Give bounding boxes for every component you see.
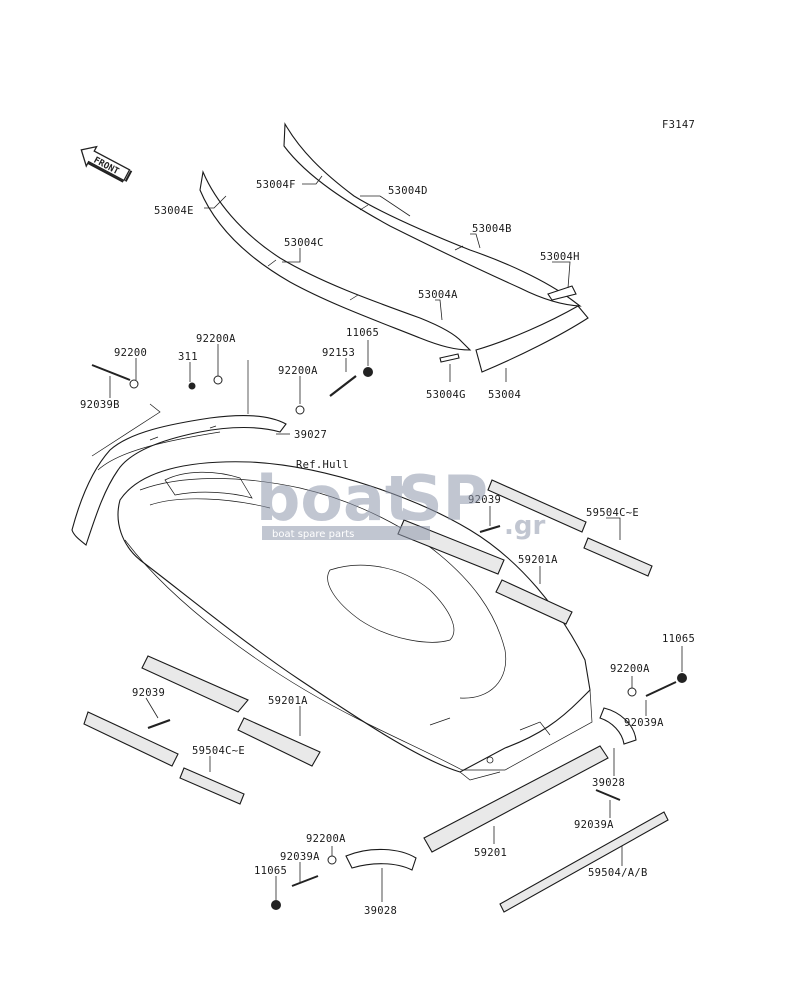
label-59201A-right: 59201A — [518, 554, 558, 566]
label-92039A-bottom: 92039A — [280, 851, 320, 863]
fasteners — [91, 364, 687, 910]
label-92200A-right: 92200A — [610, 663, 650, 675]
label-53004G: 53004G — [426, 389, 466, 401]
cap-11065-top — [363, 367, 373, 377]
cap-11065-right — [677, 673, 687, 683]
strip-upper-right — [487, 479, 587, 533]
label-59504CE-right: 59504C~E — [586, 507, 639, 519]
label-11065-right: 11065 — [662, 633, 695, 645]
cover-39028-right — [599, 707, 637, 745]
watermark-tagline: boat spare parts — [272, 529, 354, 540]
front-cover-body — [71, 415, 287, 546]
label-39028-bottom: 39028 — [364, 905, 397, 917]
label-92039-right: 92039 — [468, 494, 501, 506]
hull-drain-icon — [486, 756, 494, 764]
strip-59504CE-left — [179, 767, 245, 805]
washer-92200A-b — [295, 405, 305, 415]
hull-transom — [429, 717, 551, 781]
mat-seams — [267, 204, 569, 301]
label-92200: 92200 — [114, 347, 147, 359]
label-53004F: 53004F — [256, 179, 296, 191]
label-11065-top: 11065 — [346, 327, 379, 339]
mat-53004F — [283, 122, 582, 307]
part-labels: 53004F 53004D 53004E 53004B 53004C 53004… — [80, 179, 695, 917]
mat-53004 — [475, 305, 589, 373]
label-92200A-bottom: 92200A — [306, 833, 346, 845]
cap-11065-bottom — [271, 900, 281, 910]
washer-92200 — [129, 379, 139, 389]
label-53004A: 53004A — [418, 289, 458, 301]
cover-39028-bottom — [345, 848, 417, 871]
bolt-92039-left — [147, 718, 171, 730]
strip-59504AB — [499, 811, 669, 913]
label-53004E: 53004E — [154, 205, 194, 217]
watermark-brand-a: boat — [256, 462, 414, 535]
label-92039A-mid: 92039A — [574, 819, 614, 831]
washer-92200A-bottom — [327, 855, 337, 865]
front-cover-guide — [91, 360, 249, 457]
label-53004D: 53004D — [388, 185, 428, 197]
label-53004: 53004 — [488, 389, 521, 401]
hull-footwell — [149, 498, 455, 643]
hull-hatch — [164, 471, 253, 499]
bolt-92039-right — [479, 524, 501, 534]
bolt-92039A-right — [645, 681, 677, 697]
hull-outline — [117, 461, 593, 781]
bolt-92039A-bottom — [291, 875, 319, 887]
label-92200A-top: 92200A — [196, 333, 236, 345]
bolt-92153 — [329, 375, 357, 397]
watermark-bar — [262, 526, 430, 540]
label-39027: 39027 — [294, 429, 327, 441]
strip-59504CE-right — [583, 537, 653, 577]
hull-body — [117, 461, 591, 773]
label-311: 311 — [178, 351, 198, 363]
bolt-92039B — [91, 364, 131, 381]
deck-mat-set — [199, 122, 589, 373]
leader-lines — [109, 175, 683, 902]
label-92200A-mid: 92200A — [278, 365, 318, 377]
label-59201: 59201 — [474, 847, 507, 859]
nut-311 — [188, 382, 196, 390]
washer-92200A-right — [627, 687, 637, 697]
label-53004B: 53004B — [472, 223, 512, 235]
rail-59201A-left — [237, 717, 321, 767]
label-39028-right: 39028 — [592, 777, 625, 789]
watermark-brand-b: SP — [398, 462, 488, 535]
label-59504AB: 59504/A/B — [588, 867, 648, 879]
watermark-logo: boat SP .gr boat spare parts — [256, 462, 545, 541]
ref-hull-label: Ref.Hull — [296, 459, 349, 471]
washer-92200A-a — [213, 375, 223, 385]
mat-53004E — [199, 170, 472, 351]
strip-left-long — [83, 711, 179, 767]
mat-53004H — [547, 285, 577, 301]
rail-59201A-right — [495, 579, 573, 625]
label-92153: 92153 — [322, 347, 355, 359]
hull-chine — [124, 539, 593, 771]
figure-code: F3147 — [662, 119, 695, 131]
label-92039A-right: 92039A — [624, 717, 664, 729]
front-cover-39027 — [71, 360, 287, 546]
rail-upper-left — [141, 655, 249, 713]
label-59201A-left: 59201A — [268, 695, 308, 707]
rail-59201 — [423, 745, 609, 853]
mat-53004G — [439, 353, 460, 363]
label-92039B: 92039B — [80, 399, 120, 411]
label-92039-left: 92039 — [132, 687, 165, 699]
front-arrow-icon: FRONT — [80, 145, 133, 183]
label-59504CE-left: 59504C~E — [192, 745, 245, 757]
bolt-92039A-mid — [595, 789, 621, 801]
label-53004C: 53004C — [284, 237, 324, 249]
label-11065-bottom: 11065 — [254, 865, 287, 877]
label-53004H: 53004H — [540, 251, 580, 263]
front-cover-detail — [97, 425, 221, 471]
watermark-tld: .gr — [504, 511, 545, 541]
